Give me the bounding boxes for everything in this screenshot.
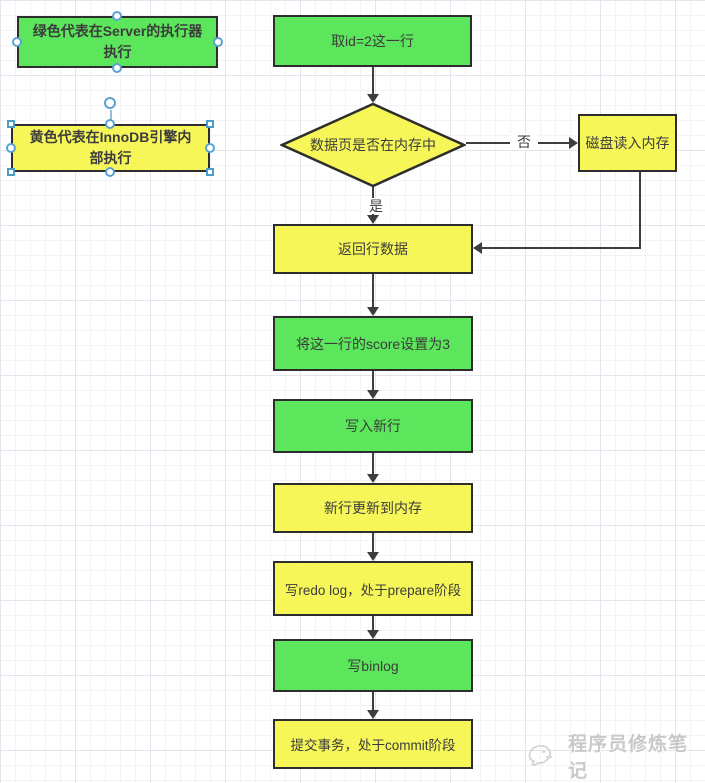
resize-handle-top-right[interactable] bbox=[206, 120, 214, 128]
edge-disk-to-return-vertical[interactable] bbox=[639, 172, 641, 249]
connection-point-top[interactable] bbox=[112, 11, 122, 21]
edge-label-no: 否 bbox=[510, 134, 538, 150]
arrowhead-down-icon bbox=[367, 94, 379, 103]
node-write-redo-log[interactable]: 写redo log，处于prepare阶段 bbox=[273, 561, 473, 616]
node-set-score[interactable]: 将这一行的score设置为3 bbox=[273, 316, 473, 371]
node-write-new-row[interactable]: 写入新行 bbox=[273, 399, 473, 453]
node-commit[interactable]: 提交事务，处于commit阶段 bbox=[273, 719, 473, 769]
node-return-row[interactable]: 返回行数据 bbox=[273, 224, 473, 274]
arrowhead-down-icon bbox=[367, 630, 379, 639]
arrowhead-down-icon bbox=[367, 552, 379, 561]
node-decision-page-in-memory[interactable]: 数据页是否在内存中 bbox=[278, 102, 468, 188]
resize-handle-bottom-left[interactable] bbox=[7, 168, 15, 176]
connection-point-left[interactable] bbox=[12, 37, 22, 47]
resize-handle-top[interactable] bbox=[105, 119, 115, 129]
node-write-binlog[interactable]: 写binlog bbox=[273, 639, 473, 692]
resize-handle-bottom-right[interactable] bbox=[206, 168, 214, 176]
rotate-handle[interactable] bbox=[104, 97, 116, 109]
arrowhead-down-icon bbox=[367, 390, 379, 399]
resize-handle-left[interactable] bbox=[6, 143, 16, 153]
node-write-binlog-label: 写binlog bbox=[347, 657, 399, 674]
rotate-handle-stem bbox=[110, 110, 112, 124]
edge-label-yes: 是 bbox=[362, 198, 390, 214]
resize-handle-bottom[interactable] bbox=[105, 167, 115, 177]
diamond-shape-icon bbox=[278, 102, 468, 188]
legend-innodb-label: 黄色代表在InnoDB引擎内部执行 bbox=[29, 129, 192, 166]
node-return-row-label: 返回行数据 bbox=[338, 241, 408, 257]
resize-handle-right[interactable] bbox=[205, 143, 215, 153]
legend-server-label: 绿色代表在Server的执行器执行 bbox=[32, 23, 203, 60]
edge-return-to-score[interactable] bbox=[372, 274, 374, 308]
node-disk-read[interactable]: 磁盘读入内存 bbox=[578, 114, 677, 172]
legend-innodb-node[interactable]: 黄色代表在InnoDB引擎内部执行 bbox=[11, 124, 210, 172]
arrowhead-down-icon bbox=[367, 307, 379, 316]
node-write-redo-log-label: 写redo log，处于prepare阶段 bbox=[284, 582, 462, 598]
node-fetch-row[interactable]: 取id=2这一行 bbox=[273, 15, 472, 67]
edge-fetch-to-decision[interactable] bbox=[372, 67, 374, 95]
doodle-mascot-icon bbox=[528, 745, 553, 766]
arrowhead-down-icon bbox=[367, 474, 379, 483]
arrowhead-right-icon bbox=[569, 137, 578, 149]
node-fetch-row-label: 取id=2这一行 bbox=[331, 33, 414, 49]
edge-redo-to-binlog[interactable] bbox=[372, 616, 374, 631]
node-disk-read-label: 磁盘读入内存 bbox=[585, 135, 670, 151]
arrowhead-down-icon bbox=[367, 215, 379, 224]
watermark-text: 程序员修炼笔记 bbox=[568, 734, 689, 782]
arrowhead-down-icon bbox=[367, 710, 379, 719]
edge-writerow-to-memory[interactable] bbox=[372, 453, 374, 475]
edge-memory-to-redo[interactable] bbox=[372, 533, 374, 553]
node-update-memory-label: 新行更新到内存 bbox=[324, 500, 422, 516]
node-write-new-row-label: 写入新行 bbox=[345, 418, 401, 434]
watermark: 程序员修炼笔记 bbox=[527, 729, 705, 783]
edge-binlog-to-commit[interactable] bbox=[372, 692, 374, 711]
node-set-score-label: 将这一行的score设置为3 bbox=[295, 335, 451, 352]
node-decision-label: 数据页是否在内存中 bbox=[310, 137, 436, 153]
connection-point-right[interactable] bbox=[213, 37, 223, 47]
node-update-memory[interactable]: 新行更新到内存 bbox=[273, 483, 473, 533]
arrowhead-left-icon bbox=[473, 242, 482, 254]
legend-server-node[interactable]: 绿色代表在Server的执行器执行 bbox=[17, 16, 218, 68]
node-commit-label: 提交事务，处于commit阶段 bbox=[290, 738, 456, 753]
edge-disk-to-return-horizontal[interactable] bbox=[482, 247, 641, 249]
edge-score-to-writerow[interactable] bbox=[372, 371, 374, 391]
connection-point-bottom[interactable] bbox=[112, 63, 122, 73]
resize-handle-top-left[interactable] bbox=[7, 120, 15, 128]
